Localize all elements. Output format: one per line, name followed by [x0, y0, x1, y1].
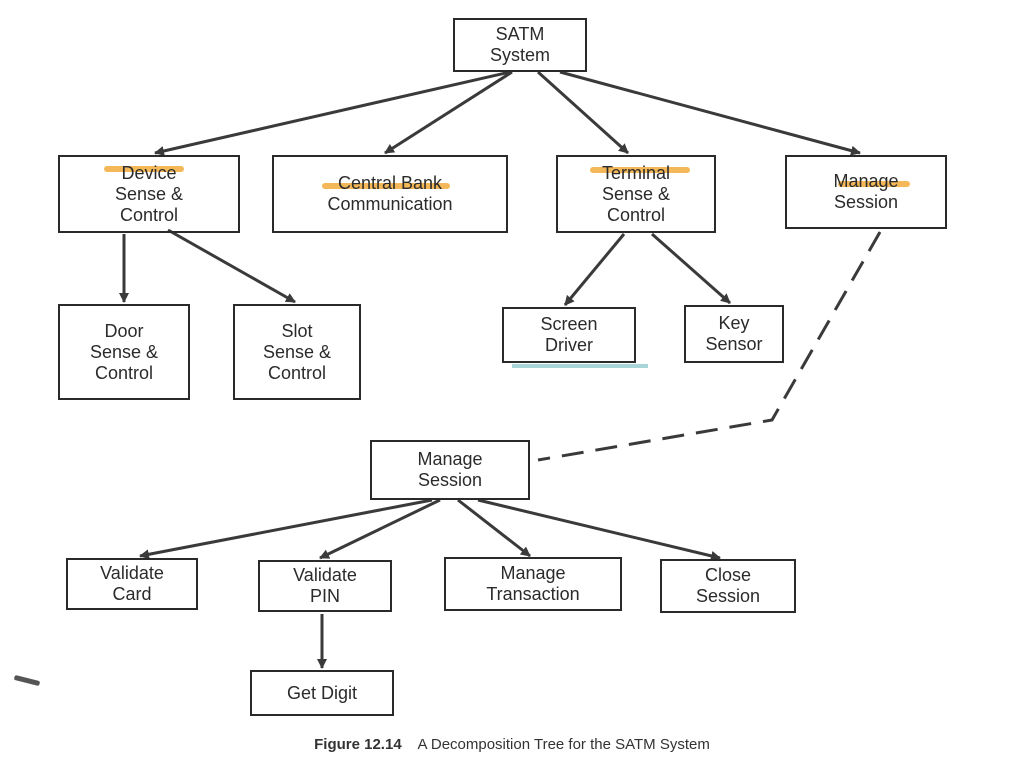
- node-device-sense-control-label: Device Sense & Control: [114, 162, 184, 225]
- node-get-digit: Get Digit: [250, 670, 394, 716]
- arrow-satm-to-manage-session-top: [559, 70, 861, 156]
- figure-caption-text: A Decomposition Tree for the SATM System: [417, 736, 710, 753]
- node-manage-session-top: Manage Session: [785, 155, 947, 229]
- scan-underline-mark: [512, 364, 648, 368]
- node-central-bank-communication-label: Central Bank Communication: [327, 173, 453, 214]
- node-terminal-sense-control: Terminal Sense & Control: [556, 155, 716, 233]
- node-manage-session-top-label: Manage Session: [833, 171, 899, 212]
- node-satm-system: SATM System: [453, 18, 587, 72]
- highlight-device: [104, 166, 184, 172]
- node-slot-sense-control-label: Slot Sense & Control: [262, 320, 332, 383]
- node-manage-transaction: Manage Transaction: [444, 557, 622, 611]
- arrow-satm-to-central-bank: [384, 70, 513, 155]
- arrow-manage-to-close-session: [477, 498, 721, 561]
- highlight-manage-session: [838, 181, 910, 187]
- arrow-terminal-to-screen-driver: [563, 233, 626, 306]
- node-close-session: Close Session: [660, 559, 796, 613]
- node-validate-card: Validate Card: [66, 558, 198, 610]
- node-manage-session-label: Manage Session: [417, 449, 483, 490]
- node-manage-session: Manage Session: [370, 440, 530, 500]
- highlight-terminal: [590, 167, 690, 173]
- node-central-bank-communication: Central Bank Communication: [272, 155, 508, 233]
- node-key-sensor-label: Key Sensor: [705, 313, 763, 354]
- node-screen-driver: Screen Driver: [502, 307, 636, 363]
- figure-caption: Figure 12.14 A Decomposition Tree for th…: [0, 736, 1024, 753]
- node-terminal-sense-control-label: Terminal Sense & Control: [601, 162, 671, 225]
- node-manage-transaction-label: Manage Transaction: [486, 563, 580, 604]
- node-door-sense-control: Door Sense & Control: [58, 304, 190, 400]
- node-validate-pin: Validate PIN: [258, 560, 392, 612]
- node-device-sense-control: Device Sense & Control: [58, 155, 240, 233]
- node-door-sense-control-label: Door Sense & Control: [89, 320, 159, 383]
- node-slot-sense-control: Slot Sense & Control: [233, 304, 361, 400]
- figure-number: Figure 12.14: [314, 736, 402, 753]
- arrow-manage-to-validate-card: [139, 498, 433, 560]
- arrow-manage-to-validate-pin: [319, 498, 441, 560]
- arrow-satm-to-terminal: [536, 70, 630, 155]
- node-validate-card-label: Validate Card: [100, 563, 164, 604]
- dashed-link-manage-session: [537, 231, 882, 462]
- arrow-terminal-to-key-sensor: [651, 232, 731, 305]
- arrow-satm-to-device: [154, 70, 511, 156]
- node-screen-driver-label: Screen Driver: [540, 314, 598, 355]
- node-validate-pin-label: Validate PIN: [293, 565, 357, 606]
- arrow-device-to-slot: [167, 228, 296, 304]
- node-close-session-label: Close Session: [695, 565, 761, 606]
- node-key-sensor: Key Sensor: [684, 305, 784, 363]
- node-satm-system-label: SATM System: [489, 24, 550, 65]
- arrow-manage-to-manage-transaction: [457, 498, 531, 558]
- highlight-central-bank: [322, 183, 450, 189]
- node-get-digit-label: Get Digit: [286, 682, 358, 703]
